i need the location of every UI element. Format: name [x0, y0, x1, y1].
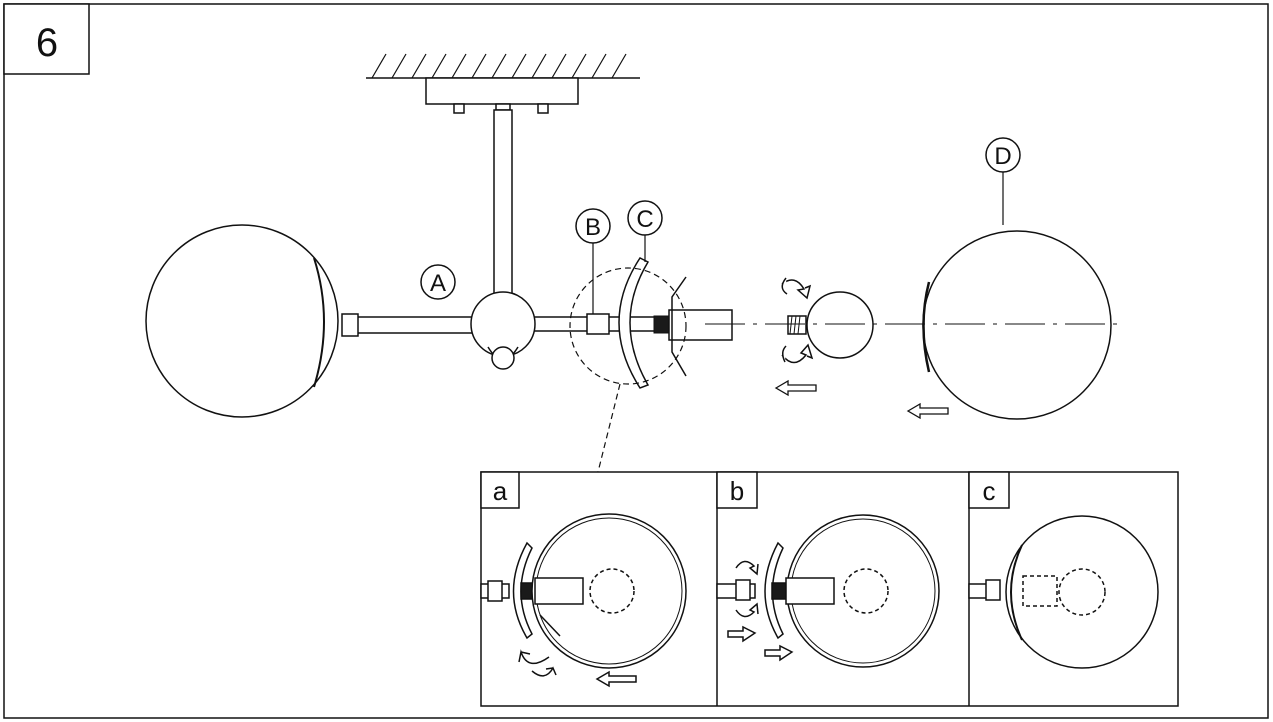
callout-d: D	[985, 137, 1021, 225]
dark-collar	[653, 315, 670, 334]
part-c-cup	[618, 257, 687, 389]
step-number: 6	[36, 21, 58, 65]
detail-panel-a: a	[480, 471, 687, 688]
detail-b-label: b	[730, 476, 744, 506]
downrod	[493, 109, 513, 297]
left-globe-shade	[145, 224, 339, 418]
center-hub	[470, 291, 536, 370]
light-bulb	[787, 291, 874, 359]
callout-b: B	[575, 208, 611, 314]
push-arrow-bulb-icon	[774, 379, 817, 397]
detail-leader-line	[597, 383, 621, 473]
lamp-socket	[668, 309, 733, 341]
callout-c-label: C	[636, 206, 653, 233]
push-arrow-globe-icon	[906, 402, 949, 420]
callout-c: C	[627, 200, 663, 262]
detail-c-label: c	[983, 476, 996, 506]
canopy	[425, 77, 579, 114]
callout-d-label: D	[994, 143, 1011, 170]
detail-panel-c: c	[968, 471, 1159, 669]
part-d-globe-shade	[922, 230, 1112, 420]
part-b-nut	[586, 313, 610, 335]
callout-a-label: A	[430, 270, 446, 297]
left-arm	[341, 313, 476, 337]
detail-highlight-circle	[569, 267, 687, 385]
detail-a-label: a	[493, 476, 508, 506]
detail-panel-b: b	[716, 471, 940, 668]
step-number-box: 6	[3, 3, 90, 75]
callout-b-label: B	[585, 214, 601, 241]
rotate-arrows-icon	[781, 277, 814, 364]
callout-a: A	[420, 264, 456, 300]
